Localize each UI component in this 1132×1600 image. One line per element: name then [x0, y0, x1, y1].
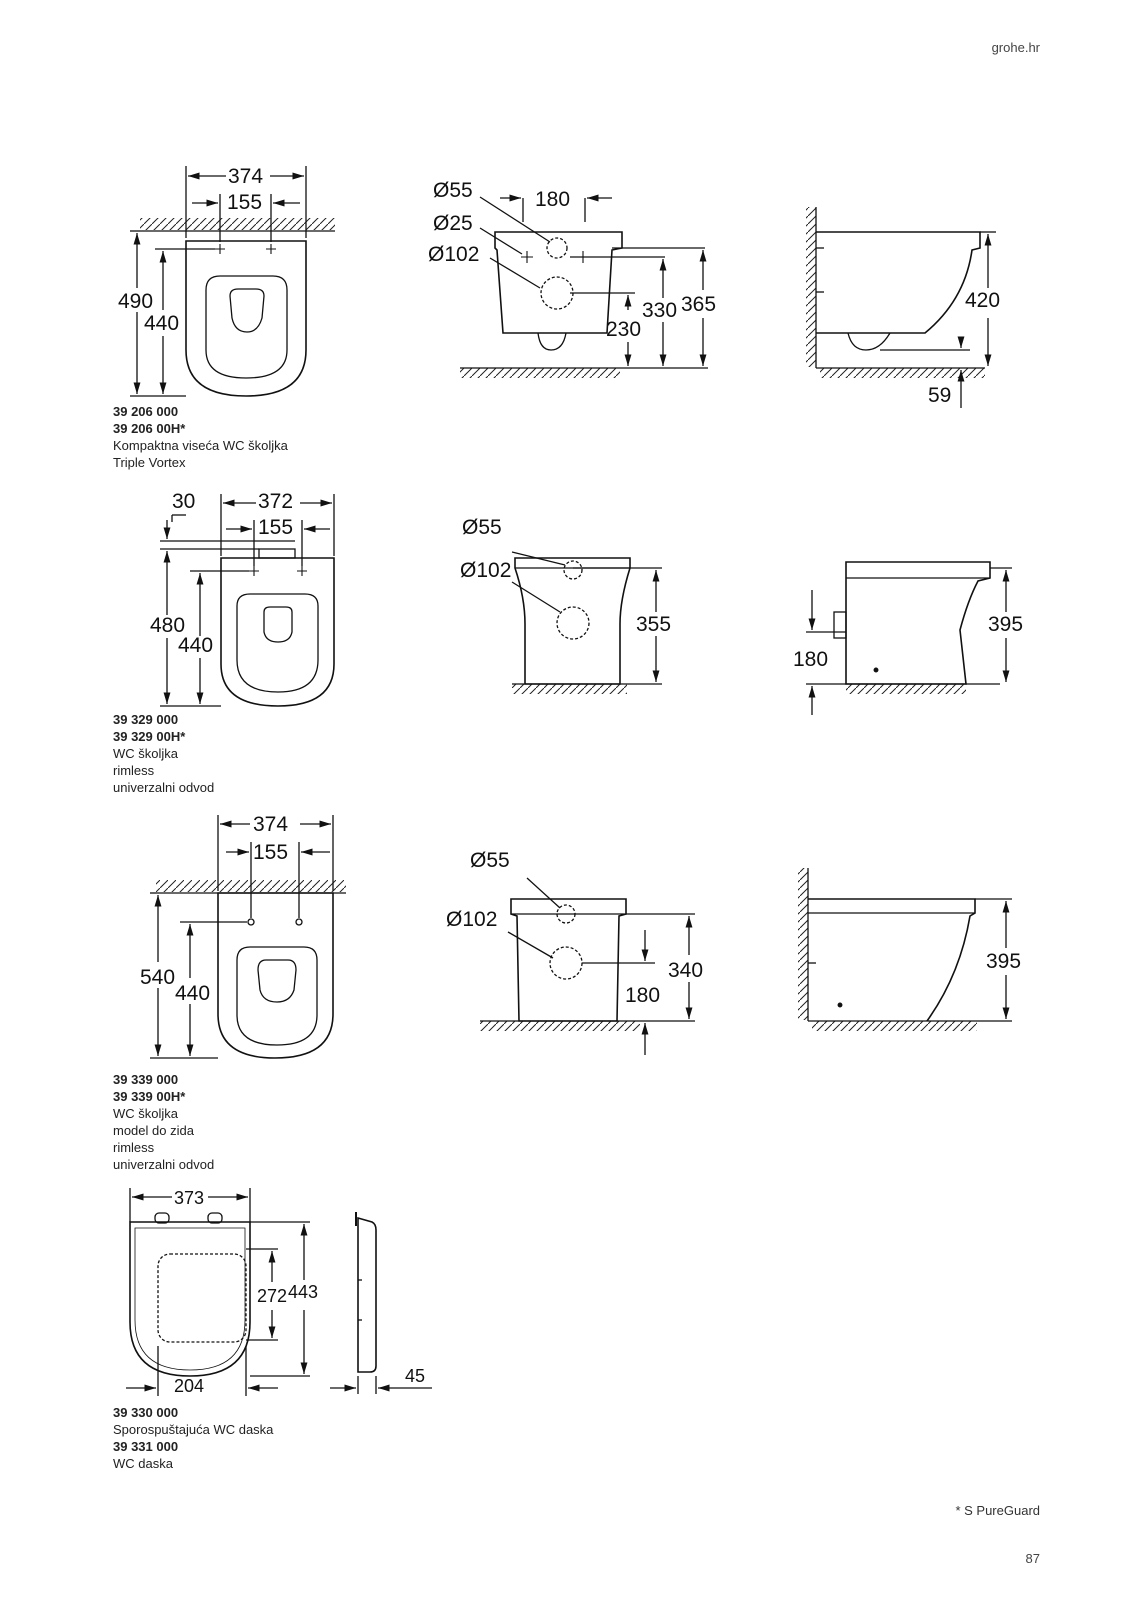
label-seat-thickness: 45 — [405, 1366, 425, 1386]
product-desc: univerzalni odvod — [113, 780, 215, 795]
side-view-3 — [798, 868, 1012, 1031]
product-code: 39 331 000 — [113, 1439, 179, 1454]
label-top3-holes: 155 — [253, 841, 288, 864]
label-top3-width: 374 — [253, 813, 288, 836]
top-view-2 — [160, 494, 335, 707]
label-front3-180: 180 — [625, 984, 660, 1007]
caption-product-1: 39 206 000 39 206 00H* Kompaktna viseća … — [113, 403, 288, 471]
seat-side-view — [330, 1212, 432, 1394]
product-desc: rimless — [113, 1140, 155, 1155]
label-top1-holes: 155 — [227, 191, 262, 214]
product-code: 39 206 000 — [113, 404, 179, 419]
label-seat-inner-w: 204 — [174, 1376, 204, 1396]
label-seat-inner-h: 272 — [257, 1286, 287, 1306]
front-view-2 — [511, 551, 662, 694]
side-view-2 — [806, 561, 1012, 715]
label-front1-d102: Ø102 — [428, 243, 479, 266]
product-desc: Kompaktna viseća WC školjka — [113, 438, 288, 453]
product-code: 39 329 00H* — [113, 729, 186, 744]
caption-product-4: 39 330 000 Sporospuštajuća WC daska 39 3… — [113, 1404, 273, 1472]
caption-product-2: 39 329 000 39 329 00H* WC školjka rimles… — [113, 711, 214, 796]
label-side1-420: 420 — [965, 289, 1000, 312]
label-side2-395: 395 — [988, 613, 1023, 636]
product-code: 39 339 000 — [113, 1072, 179, 1087]
label-front1-180: 180 — [535, 188, 570, 211]
site-url: grohe.hr — [991, 40, 1040, 55]
product-desc: rimless — [113, 763, 155, 778]
product-desc: Triple Vortex — [113, 455, 186, 470]
label-front2-355: 355 — [636, 613, 671, 636]
top-view-3 — [150, 815, 346, 1059]
label-top3-depth: 540 — [140, 966, 175, 989]
label-top2-inner: 440 — [178, 634, 213, 657]
label-front2-d102: Ø102 — [460, 559, 511, 582]
product-desc: WC daska — [113, 1456, 173, 1471]
label-top1-depth: 490 — [118, 290, 153, 313]
label-side1-59: 59 — [928, 384, 951, 407]
label-side2-180: 180 — [793, 648, 828, 671]
label-front3-d102: Ø102 — [446, 908, 497, 931]
product-desc: model do zida — [113, 1123, 194, 1138]
label-side3-395: 395 — [986, 950, 1021, 973]
seat-top-view — [126, 1188, 310, 1396]
product-code: 39 206 00H* — [113, 421, 186, 436]
product-code: 39 339 00H* — [113, 1089, 186, 1104]
label-top2-offset: 30 — [172, 490, 195, 513]
front-view-3 — [480, 877, 695, 1055]
product-desc: Sporospuštajuća WC daska — [113, 1422, 274, 1437]
footnote: * S PureGuard — [955, 1503, 1040, 1518]
label-top2-depth: 480 — [150, 614, 185, 637]
side-view-1 — [806, 207, 996, 408]
product-desc: WC školjka — [113, 1106, 179, 1121]
product-code: 39 330 000 — [113, 1405, 179, 1420]
page-number: 87 — [1025, 1551, 1040, 1566]
caption-product-3: 39 339 000 39 339 00H* WC školjka model … — [113, 1071, 214, 1173]
label-top2-holes: 155 — [258, 516, 293, 539]
product-desc: WC školjka — [113, 746, 179, 761]
label-front3-340: 340 — [668, 959, 703, 982]
label-seat-height: 443 — [288, 1282, 318, 1302]
top-view-1 — [130, 166, 335, 397]
product-desc: univerzalni odvod — [113, 1157, 215, 1172]
label-front1-d25: Ø25 — [433, 212, 473, 235]
label-front1-d55: Ø55 — [433, 179, 473, 202]
label-front1-365: 365 — [681, 293, 716, 316]
front-view-1 — [460, 194, 708, 378]
label-seat-width: 373 — [174, 1188, 204, 1208]
label-top3-inner: 440 — [175, 982, 210, 1005]
label-front1-330: 330 — [642, 299, 677, 322]
label-front3-d55: Ø55 — [470, 849, 510, 872]
label-front2-d55: Ø55 — [462, 516, 502, 539]
label-top1-width: 374 — [228, 165, 263, 188]
label-top1-inner: 440 — [144, 312, 179, 335]
product-code: 39 329 000 — [113, 712, 179, 727]
label-top2-width: 372 — [258, 490, 293, 513]
label-front1-230: 230 — [606, 318, 641, 341]
